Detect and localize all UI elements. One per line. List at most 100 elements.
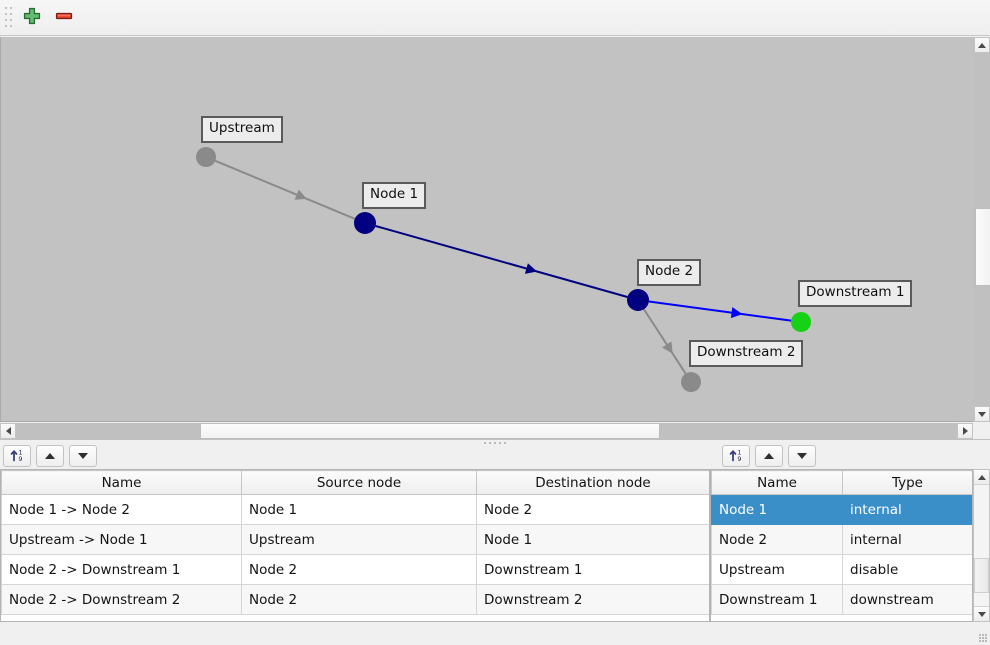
graph-node-downstream1[interactable] (791, 312, 811, 332)
canvas-vscroll-thumb[interactable] (975, 208, 990, 286)
canvas-scroll-right-button[interactable] (957, 423, 973, 439)
nodes-table-cell-name[interactable]: Downstream 1 (711, 584, 843, 615)
links-table-cell-destination[interactable]: Node 2 (476, 494, 709, 525)
graph-node-node1[interactable] (354, 212, 376, 234)
nodes-scroll-up-button[interactable] (974, 470, 989, 485)
graph-node-label-upstream[interactable]: Upstream (201, 116, 283, 143)
links-move-up-button[interactable] (36, 445, 64, 467)
nodes-scroll-down-button[interactable] (974, 606, 989, 621)
nodes-sort-button[interactable]: 1 9 (722, 445, 750, 467)
svg-text:9: 9 (737, 455, 741, 463)
nodes-table-cell-name[interactable]: Node 2 (711, 524, 843, 555)
triangle-up-icon (45, 453, 55, 459)
graph-node-label-downstream1[interactable]: Downstream 1 (798, 280, 913, 307)
graph-node-label-node1[interactable]: Node 1 (362, 182, 427, 209)
links-table-cell-source[interactable]: Node 1 (241, 494, 477, 525)
add-button[interactable] (18, 4, 46, 32)
chevron-right-icon (962, 427, 968, 435)
links-sort-button[interactable]: 1 9 (3, 445, 31, 467)
canvas-vscroll-track[interactable] (974, 53, 990, 406)
links-table-cell-name[interactable]: Node 2 -> Downstream 2 (1, 584, 242, 615)
links-table-cell-source[interactable]: Upstream (241, 524, 477, 555)
nodes-table-cell-type[interactable]: internal (842, 494, 972, 525)
nodes-table-scrollbar[interactable] (973, 469, 990, 622)
chevron-up-icon (977, 474, 986, 480)
nodes-table-cell-name[interactable]: Upstream (711, 554, 843, 585)
window-resize-grip[interactable] (976, 631, 988, 643)
links-table-cell-destination[interactable]: Node 1 (476, 524, 709, 555)
nodes-table-cell-type[interactable]: disable (842, 554, 972, 585)
canvas-horizontal-scrollbar[interactable] (0, 423, 990, 440)
nodes-panel-toolbar: 1 9 (710, 443, 990, 469)
graph-edge-upstream-node1[interactable] (214, 159, 356, 220)
toolbar-drag-handle[interactable] (4, 6, 14, 29)
graph-edge-node2-downstream1[interactable] (648, 300, 792, 322)
links-table-column-header-2[interactable]: Destination node (476, 470, 709, 495)
links-move-down-button[interactable] (69, 445, 97, 467)
nodes-table-cell-type[interactable]: downstream (842, 584, 972, 615)
sort-ascending-icon: 1 9 (728, 447, 744, 466)
links-table-cell-source[interactable]: Node 2 (241, 554, 477, 585)
links-table-cell-name[interactable]: Node 1 -> Node 2 (1, 494, 242, 525)
links-table-cell-name[interactable]: Upstream -> Node 1 (1, 524, 242, 555)
canvas-scroll-down-button[interactable] (974, 406, 990, 422)
canvas-scroll-left-button[interactable] (0, 423, 16, 439)
triangle-down-icon (797, 453, 807, 459)
plus-icon (22, 6, 42, 29)
svg-text:9: 9 (18, 455, 22, 463)
canvas-vertical-scrollbar[interactable] (973, 37, 990, 422)
graph-node-downstream2[interactable] (681, 372, 701, 392)
panel-splitter[interactable] (0, 440, 990, 445)
canvas-hscroll-thumb[interactable] (200, 423, 660, 439)
links-table-cell-destination[interactable]: Downstream 2 (476, 584, 709, 615)
main-toolbar (0, 0, 990, 36)
canvas-scroll-up-button[interactable] (974, 37, 990, 53)
chevron-up-icon (978, 42, 986, 48)
graph-edge-node2-downstream2[interactable] (643, 308, 687, 375)
nodes-table-cell-type[interactable]: internal (842, 524, 972, 555)
scrollbar-corner (973, 423, 990, 439)
nodes-table-cell-name[interactable]: Node 1 (711, 494, 843, 525)
edge-arrowhead (524, 263, 538, 274)
remove-button[interactable] (50, 4, 78, 32)
nodes-move-up-button[interactable] (755, 445, 783, 467)
graph-node-label-node2[interactable]: Node 2 (637, 259, 702, 286)
edge-arrowhead (294, 189, 307, 200)
sort-ascending-icon: 1 9 (9, 447, 25, 466)
graph-edge-node1-node2[interactable] (375, 225, 628, 298)
nodes-scroll-thumb[interactable] (974, 558, 989, 593)
links-table-cell-name[interactable]: Node 2 -> Downstream 1 (1, 554, 242, 585)
svg-text:1: 1 (737, 448, 741, 456)
graph-node-upstream[interactable] (196, 147, 216, 167)
minus-icon (54, 6, 74, 29)
nodes-move-down-button[interactable] (788, 445, 816, 467)
nodes-table-column-header-0[interactable]: Name (711, 470, 843, 495)
graph-node-label-downstream2[interactable]: Downstream 2 (689, 340, 804, 367)
links-panel-toolbar: 1 9 (0, 443, 710, 469)
links-table-cell-source[interactable]: Node 2 (241, 584, 477, 615)
nodes-table-column-header-1[interactable]: Type (842, 470, 972, 495)
graph-node-node2[interactable] (627, 289, 649, 311)
links-table-column-header-0[interactable]: Name (1, 470, 242, 495)
links-table-cell-destination[interactable]: Downstream 1 (476, 554, 709, 585)
links-table-column-header-1[interactable]: Source node (241, 470, 477, 495)
splitter-grip[interactable] (484, 441, 506, 444)
chevron-down-icon (978, 411, 986, 417)
